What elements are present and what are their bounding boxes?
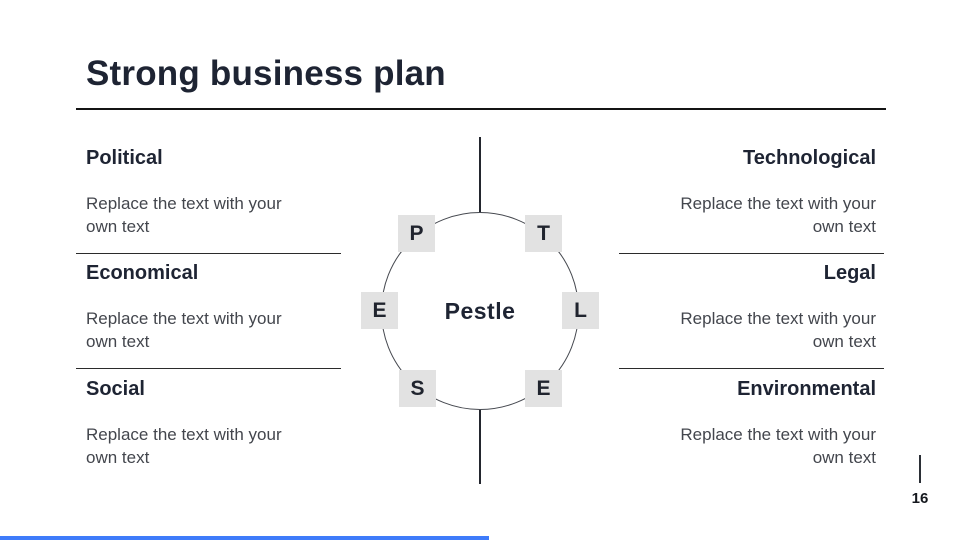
divider-left-2 bbox=[76, 368, 341, 369]
section-placeholder-text: Replace the text with your own text bbox=[86, 194, 282, 236]
section-environmental: Environmental Replace the text with your… bbox=[664, 377, 876, 469]
section-placeholder-text: Replace the text with your own text bbox=[86, 309, 282, 351]
section-placeholder-text: Replace the text with your own text bbox=[680, 194, 876, 236]
section-heading: Legal bbox=[823, 262, 876, 284]
section-legal: Legal Replace the text with your own tex… bbox=[664, 261, 876, 353]
section-placeholder-text: Replace the text with your own text bbox=[680, 309, 876, 351]
section-heading: Political bbox=[86, 147, 163, 169]
section-social: Social Replace the text with your own te… bbox=[86, 377, 298, 469]
badge-letter-e-right: E bbox=[525, 370, 562, 407]
section-placeholder-text: Replace the text with your own text bbox=[86, 425, 282, 467]
section-economical: Economical Replace the text with your ow… bbox=[86, 261, 298, 353]
title-underline bbox=[76, 108, 886, 110]
badge-letter-e-left: E bbox=[361, 292, 398, 329]
page-number-tick bbox=[919, 455, 921, 483]
badge-letter-s: S bbox=[399, 370, 436, 407]
page-number: 16 bbox=[911, 490, 929, 507]
connector-line-bottom bbox=[479, 410, 481, 484]
section-heading: Economical bbox=[86, 262, 199, 284]
connector-line-top bbox=[479, 137, 481, 212]
section-heading: Social bbox=[86, 378, 145, 400]
divider-right-2 bbox=[619, 368, 884, 369]
divider-left-1 bbox=[76, 253, 341, 254]
pestle-center-label: Pestle bbox=[444, 298, 516, 324]
section-placeholder-text: Replace the text with your own text bbox=[680, 425, 876, 467]
badge-letter-p: P bbox=[398, 215, 435, 252]
slide-title: Strong business plan bbox=[86, 54, 446, 93]
badge-letter-t: T bbox=[525, 215, 562, 252]
section-political: Political Replace the text with your own… bbox=[86, 146, 298, 238]
footer-accent-bar bbox=[0, 536, 489, 540]
section-technological: Technological Replace the text with your… bbox=[664, 146, 876, 238]
badge-letter-l: L bbox=[562, 292, 599, 329]
section-heading: Environmental bbox=[737, 378, 876, 400]
divider-right-1 bbox=[619, 253, 884, 254]
section-heading: Technological bbox=[743, 147, 876, 169]
